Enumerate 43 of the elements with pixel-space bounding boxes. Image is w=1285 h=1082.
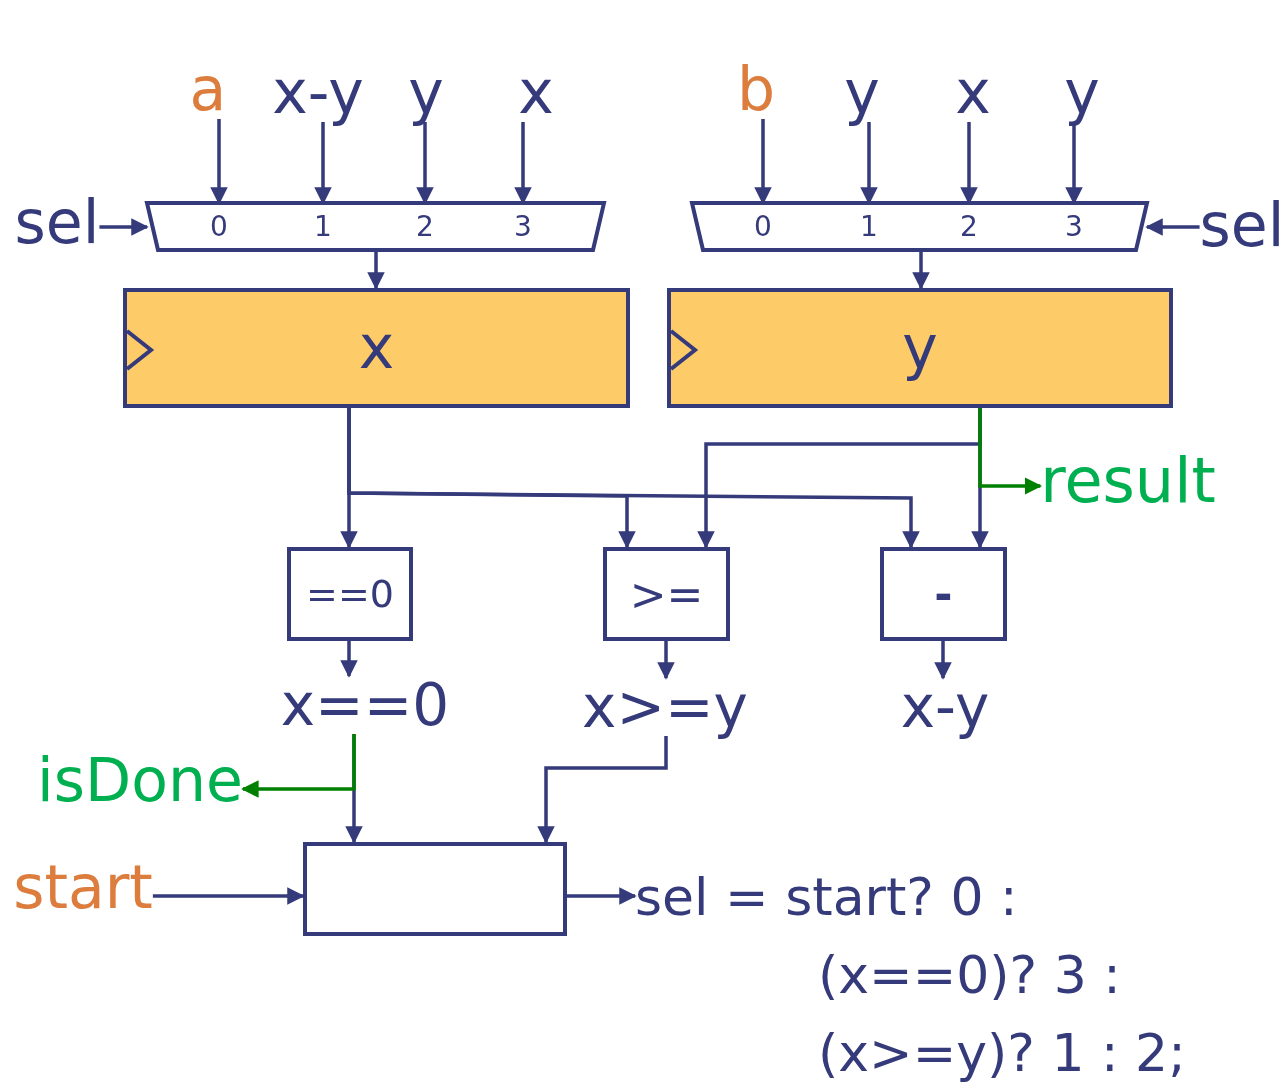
arrow xyxy=(978,408,1043,495)
multiplexer xyxy=(692,203,1147,250)
operator-box: - xyxy=(880,547,1007,641)
arrow xyxy=(657,641,675,680)
input-index: 2 xyxy=(416,213,434,241)
arrow xyxy=(934,641,952,680)
signal-label: x-y xyxy=(900,678,990,737)
output-label: isDone xyxy=(37,750,243,810)
arrow xyxy=(241,734,356,798)
operator-box: ==0 xyxy=(287,547,413,641)
register xyxy=(667,288,1173,408)
input-label: x xyxy=(518,62,554,122)
input-label: b xyxy=(736,59,776,119)
code-text: sel = start? 0 : (x==0)? 3 : (x>=y)? 1 : 2; xyxy=(635,858,1186,1082)
signal-label: x>=y xyxy=(582,678,748,737)
multiplexer xyxy=(147,203,604,250)
controller-box xyxy=(303,842,567,936)
operator-box: >= xyxy=(603,547,730,641)
input-index: 2 xyxy=(960,213,978,241)
arrow xyxy=(1145,218,1200,236)
input-index: 0 xyxy=(210,213,228,241)
arrow xyxy=(99,218,149,236)
output-label: result xyxy=(1040,449,1216,512)
arrow xyxy=(340,641,358,678)
arrow xyxy=(537,736,668,844)
arrow xyxy=(912,250,930,290)
input-index: 3 xyxy=(514,213,532,241)
arrow xyxy=(152,887,305,905)
arrow xyxy=(347,408,920,549)
register xyxy=(123,288,630,408)
input-index: 3 xyxy=(1065,213,1083,241)
input-label: start xyxy=(13,857,153,917)
input-index: 0 xyxy=(754,213,772,241)
signal-label: sel xyxy=(14,192,100,252)
arrow xyxy=(367,250,385,290)
signal-label: sel xyxy=(1199,195,1285,255)
arrow xyxy=(567,887,637,905)
input-index: 1 xyxy=(860,213,878,241)
input-index: 1 xyxy=(314,213,332,241)
register-label: x xyxy=(358,316,395,377)
input-label: x xyxy=(955,62,991,122)
input-label: a xyxy=(189,59,227,119)
signal-label: x==0 xyxy=(280,676,450,735)
